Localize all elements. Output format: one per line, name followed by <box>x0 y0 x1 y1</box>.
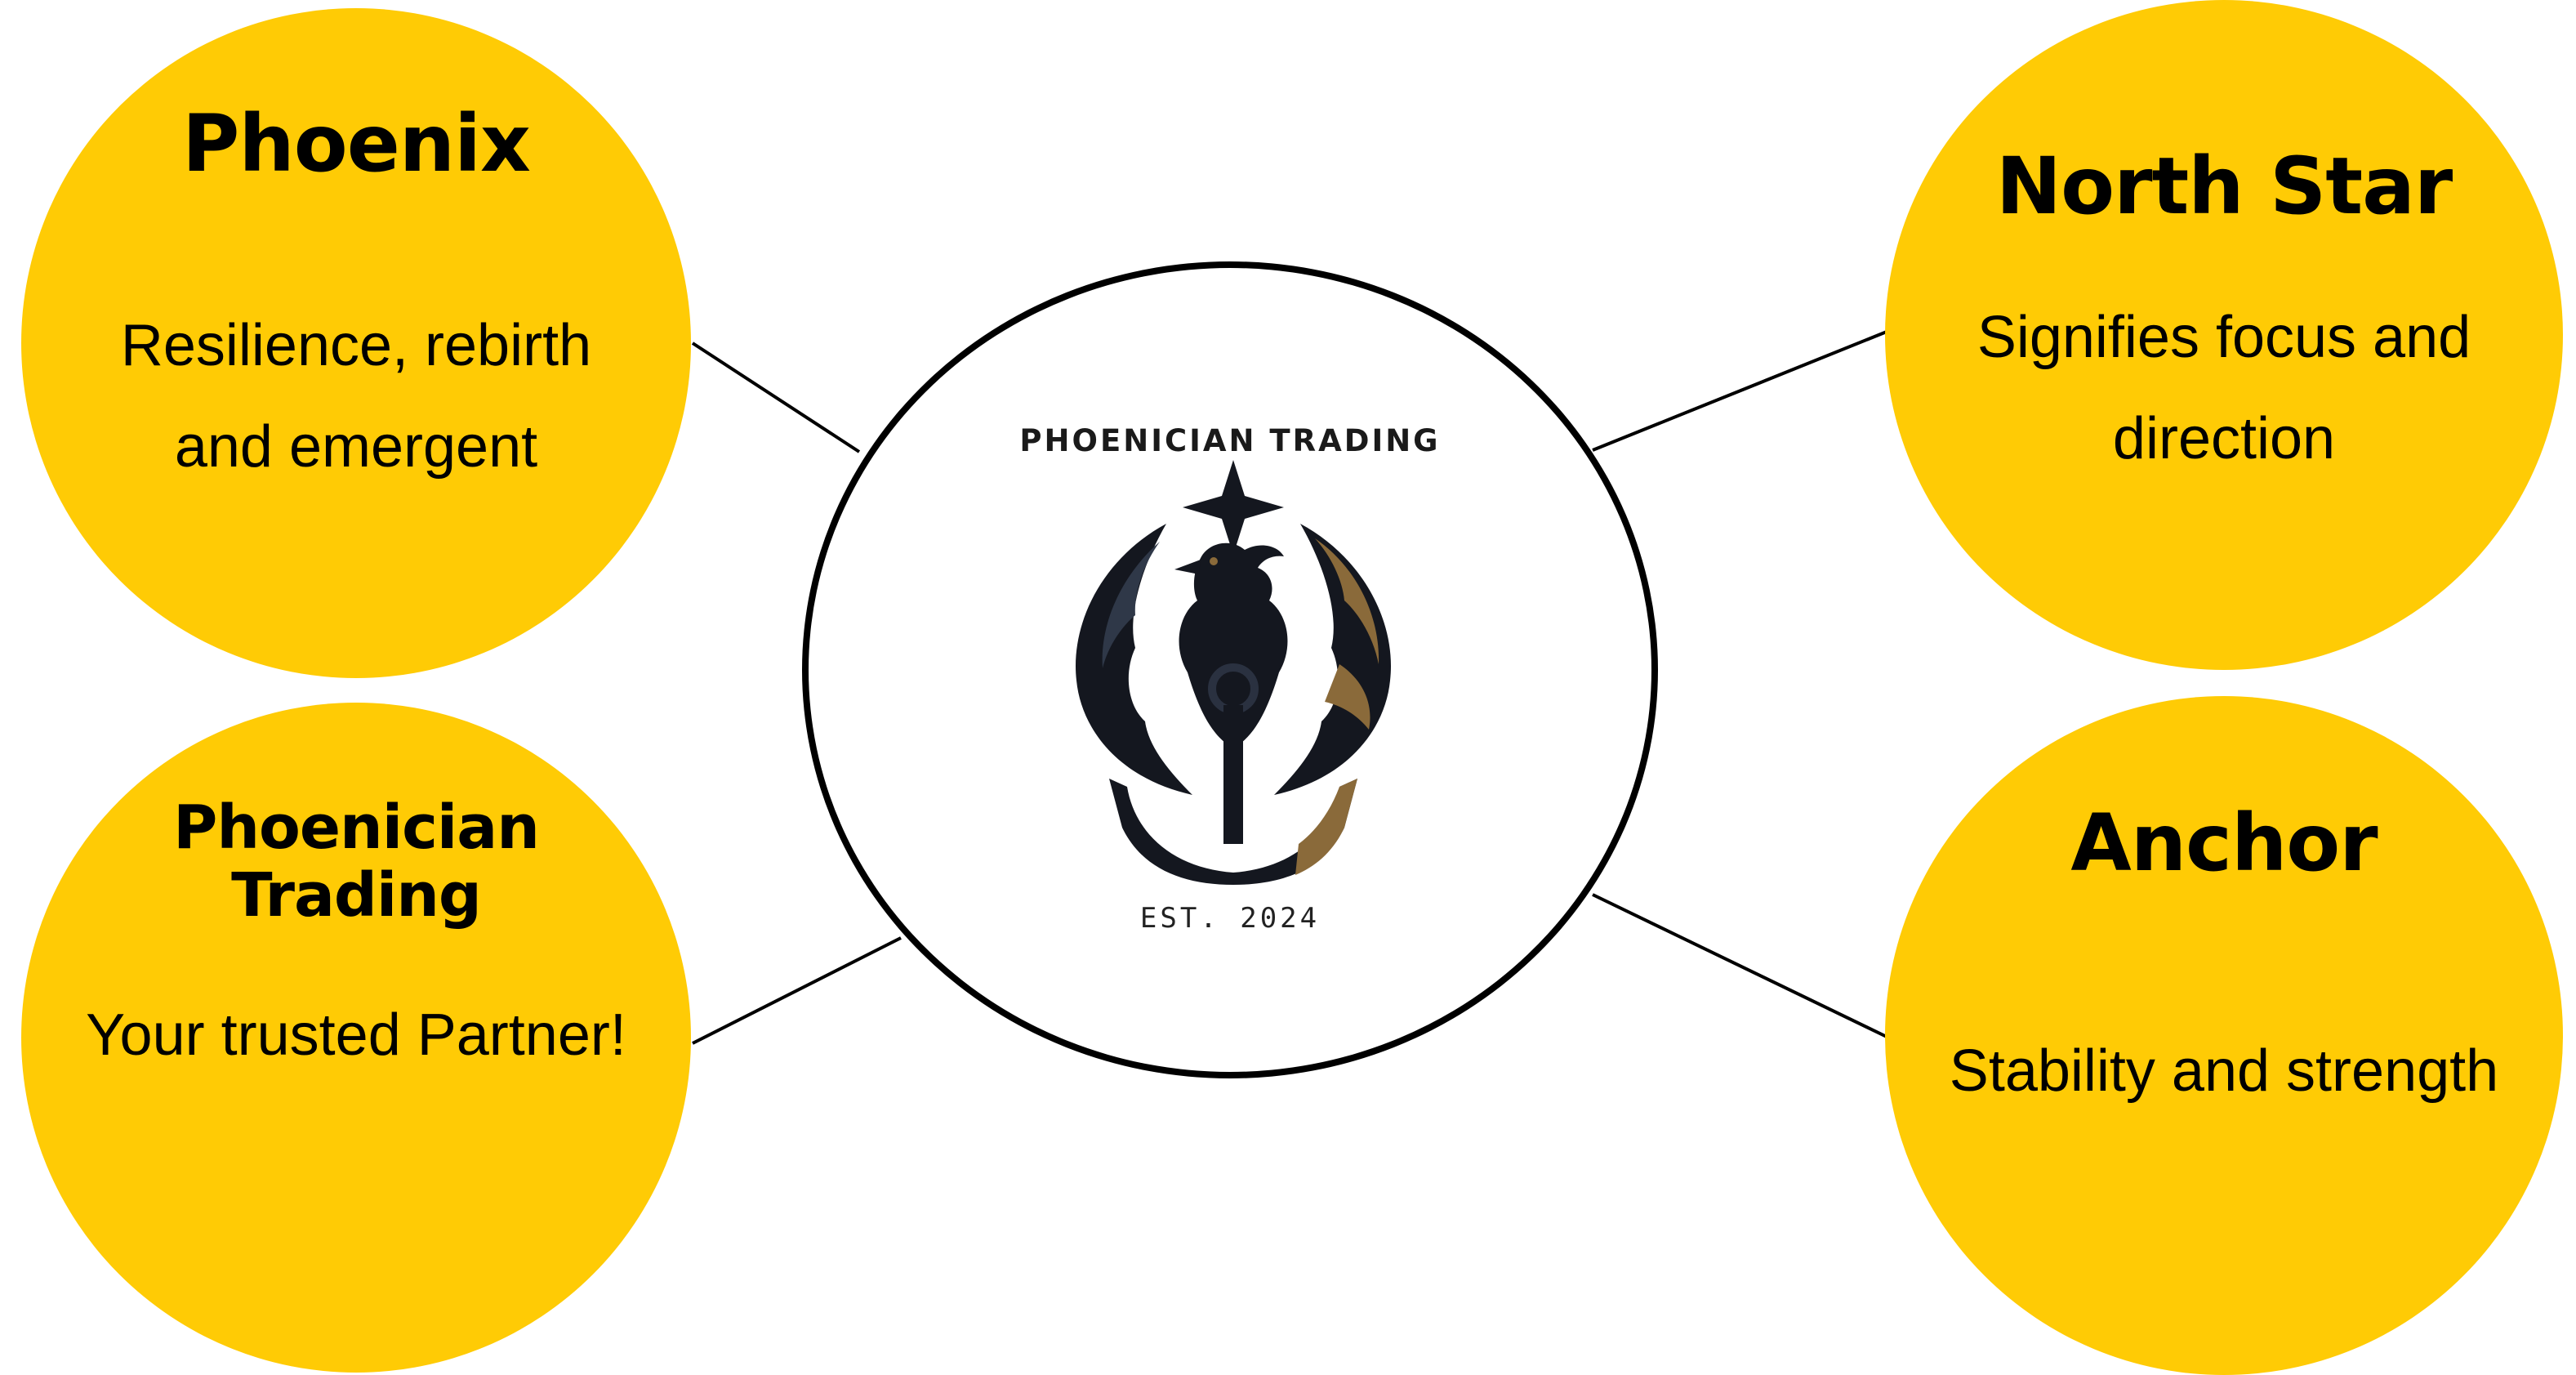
anchor-shaft <box>1223 705 1243 844</box>
node-description: Stability and strength <box>1949 1038 2499 1104</box>
right-wing-gold-feathers <box>1325 664 1370 730</box>
left-wing-highlight <box>1102 542 1160 668</box>
node-phoenix: Phoenix Resilience, rebirth and emergent <box>21 8 691 678</box>
node-description: Signifies focus and direction <box>1977 305 2471 471</box>
node-title: Phoenix <box>182 98 531 190</box>
right-wing-gold-edge <box>1315 538 1379 664</box>
phoenix-head-icon <box>1179 542 1288 743</box>
anchor-gold-accent <box>1295 779 1357 875</box>
phoenix-eye <box>1210 557 1218 565</box>
node-title: Phoenician Trading <box>173 792 540 931</box>
established-year: EST. 2024 <box>1139 902 1321 935</box>
center-logo-circle: PHOENICIAN TRADING EST. 2024 <box>802 261 1658 1078</box>
phoenix-anchor-logo-icon <box>1075 460 1392 885</box>
connector-anchor <box>1592 893 1887 1038</box>
right-wing-icon <box>1274 524 1392 795</box>
connector-phoenix <box>691 342 861 453</box>
node-title: North Star <box>1995 141 2453 232</box>
brand-name: PHOENICIAN TRADING <box>1019 423 1441 458</box>
connector-north-star <box>1592 330 1887 452</box>
node-anchor: Anchor Stability and strength <box>1885 696 2563 1375</box>
phoenix-beak <box>1174 560 1201 574</box>
north-star-icon <box>1183 460 1284 555</box>
left-wing-icon <box>1075 524 1192 795</box>
node-north-star: North Star Signifies focus and direction <box>1885 0 2563 670</box>
connector-phoenician-trading <box>692 936 902 1045</box>
node-title: Anchor <box>2070 797 2378 889</box>
anchor-arms-icon <box>1109 779 1357 885</box>
node-description: Your trusted Partner! <box>86 1002 626 1068</box>
node-description: Resilience, rebirth and emergent <box>120 313 592 480</box>
node-phoenician-trading: Phoenician Trading Your trusted Partner! <box>21 703 691 1373</box>
